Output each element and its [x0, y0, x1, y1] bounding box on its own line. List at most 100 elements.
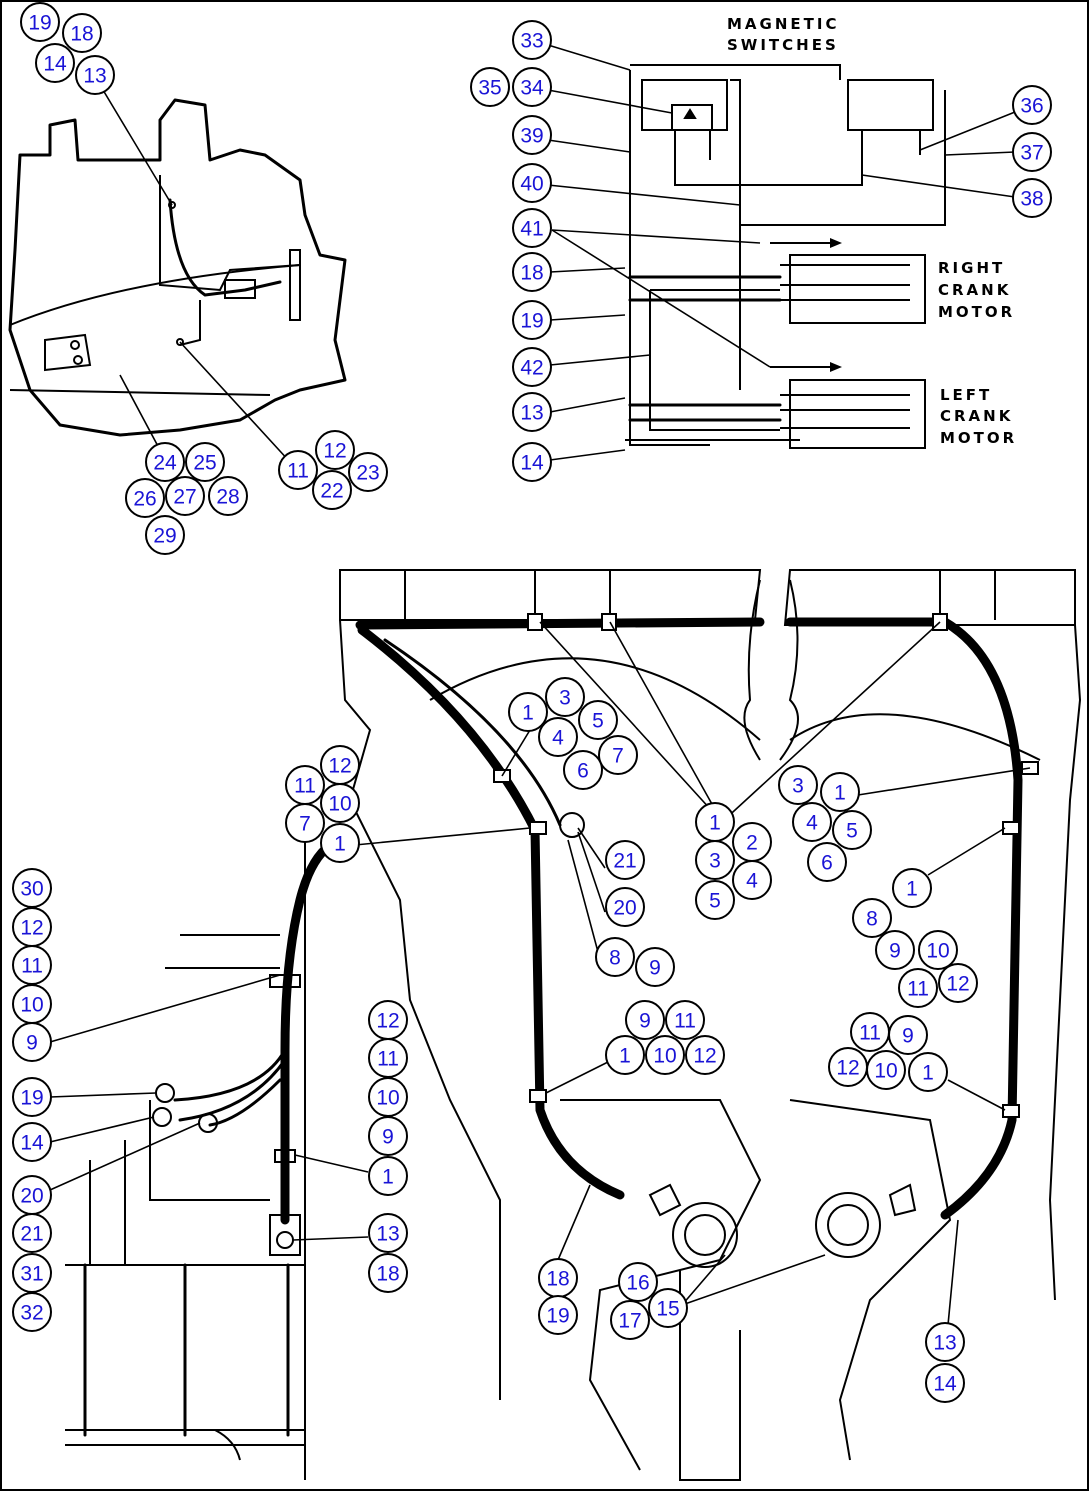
callout-circle	[578, 700, 618, 740]
callout-circle	[892, 868, 932, 908]
callout-number: 12	[693, 1045, 716, 1068]
callout-bubble: 18	[538, 1258, 578, 1298]
callout-circle	[645, 1035, 685, 1075]
callout-bubble: 10	[918, 930, 958, 970]
callout-bubble: 12	[938, 963, 978, 1003]
callout-bubble: 7	[285, 803, 325, 843]
callout-number: 11	[859, 1022, 881, 1045]
callout-bubble: 1	[320, 823, 360, 863]
callout-bubble: 37	[1012, 132, 1052, 172]
callout-circle	[35, 43, 75, 83]
schematic-leaders	[547, 44, 1016, 461]
callout-circle	[875, 930, 915, 970]
callout-circle	[320, 823, 360, 863]
callout-number: 23	[356, 462, 379, 485]
callout-number: 2	[746, 832, 758, 855]
callout-circle	[348, 452, 388, 492]
callout-circle	[508, 692, 548, 732]
callout-bubble: 10	[645, 1035, 685, 1075]
callout-number: 10	[20, 994, 43, 1017]
callout-bubble: 20	[12, 1175, 52, 1215]
callout-bubble: 12	[12, 907, 52, 947]
callout-number: 40	[520, 173, 543, 196]
callout-bubble: 32	[12, 1292, 52, 1332]
callout-circle	[925, 1322, 965, 1362]
wiring-schematic	[551, 64, 946, 449]
callout-number: 13	[933, 1332, 956, 1355]
svg-text:MOTOR: MOTOR	[938, 303, 1015, 321]
callout-circle	[75, 55, 115, 95]
callout-number: 30	[20, 878, 43, 901]
callout-bubble: 12	[368, 1000, 408, 1040]
callout-number: 11	[294, 775, 316, 798]
callout-number: 20	[20, 1185, 43, 1208]
svg-text:RIGHT: RIGHT	[938, 259, 1005, 277]
callout-number: 31	[20, 1263, 43, 1286]
callout-circle	[888, 1015, 928, 1055]
callout-bubble: 28	[208, 476, 248, 516]
callout-circle	[145, 442, 185, 482]
callout-bubble: 13	[368, 1213, 408, 1253]
callout-bubble: 41	[512, 208, 552, 248]
callout-bubble: 18	[368, 1253, 408, 1293]
callout-bubble: 39	[512, 115, 552, 155]
callout-bubble: 6	[563, 750, 603, 790]
callout-number: 14	[520, 452, 544, 475]
callout-circle	[866, 1050, 906, 1090]
callout-circle	[512, 115, 552, 155]
callout-circle	[605, 887, 645, 927]
callout-number: 5	[592, 710, 604, 733]
callout-circle	[368, 1116, 408, 1156]
callout-circle	[512, 163, 552, 203]
callout-bubble: 21	[605, 840, 645, 880]
callout-number: 13	[83, 65, 106, 88]
callout-circle	[512, 252, 552, 292]
callout-bubble: 11	[368, 1038, 408, 1078]
callout-number: 32	[20, 1302, 43, 1325]
callout-bubble: 14	[925, 1363, 965, 1403]
callout-number: 39	[520, 125, 543, 148]
callout-number: 9	[639, 1010, 651, 1033]
callout-circle	[20, 2, 60, 42]
callout-bubble: 30	[12, 868, 52, 908]
harness-detail	[65, 835, 335, 1480]
callout-number: 6	[577, 760, 589, 783]
callout-number: 6	[821, 852, 833, 875]
callout-circle	[618, 1262, 658, 1302]
callout-bubble: 26	[125, 478, 165, 518]
callout-circle	[695, 880, 735, 920]
callout-number: 5	[846, 820, 858, 843]
callout-number: 1	[382, 1166, 394, 1189]
callout-number: 1	[619, 1045, 631, 1068]
callout-number: 11	[287, 460, 309, 483]
callout-number: 1	[334, 833, 346, 856]
callout-number: 5	[709, 890, 721, 913]
callout-bubble: 1	[908, 1052, 948, 1092]
harness-detail-leaders	[49, 974, 369, 1241]
callout-circle	[368, 1253, 408, 1293]
callout-circle	[12, 1077, 52, 1117]
callout-number: 25	[193, 452, 216, 475]
callout-circle	[165, 476, 205, 516]
callout-number: 1	[709, 812, 721, 835]
callout-number: 12	[328, 755, 351, 778]
engine-view-leaders	[99, 84, 291, 463]
callout-circle	[512, 208, 552, 248]
callout-bubble: 5	[832, 810, 872, 850]
callout-circle	[125, 478, 165, 518]
callout-circle	[610, 1300, 650, 1340]
callout-number: 33	[520, 30, 543, 53]
callout-bubble: 11	[12, 945, 52, 985]
callout-number: 18	[70, 23, 93, 46]
crank-motor-assembly	[339, 569, 1082, 1481]
callout-number: 13	[376, 1223, 399, 1246]
svg-text:CRANK: CRANK	[940, 407, 1013, 425]
callout-bubble: 1	[368, 1156, 408, 1196]
callout-circle	[852, 898, 892, 938]
callout-number: 1	[834, 782, 846, 805]
callout-circle	[792, 802, 832, 842]
callout-bubble: 6	[807, 842, 847, 882]
